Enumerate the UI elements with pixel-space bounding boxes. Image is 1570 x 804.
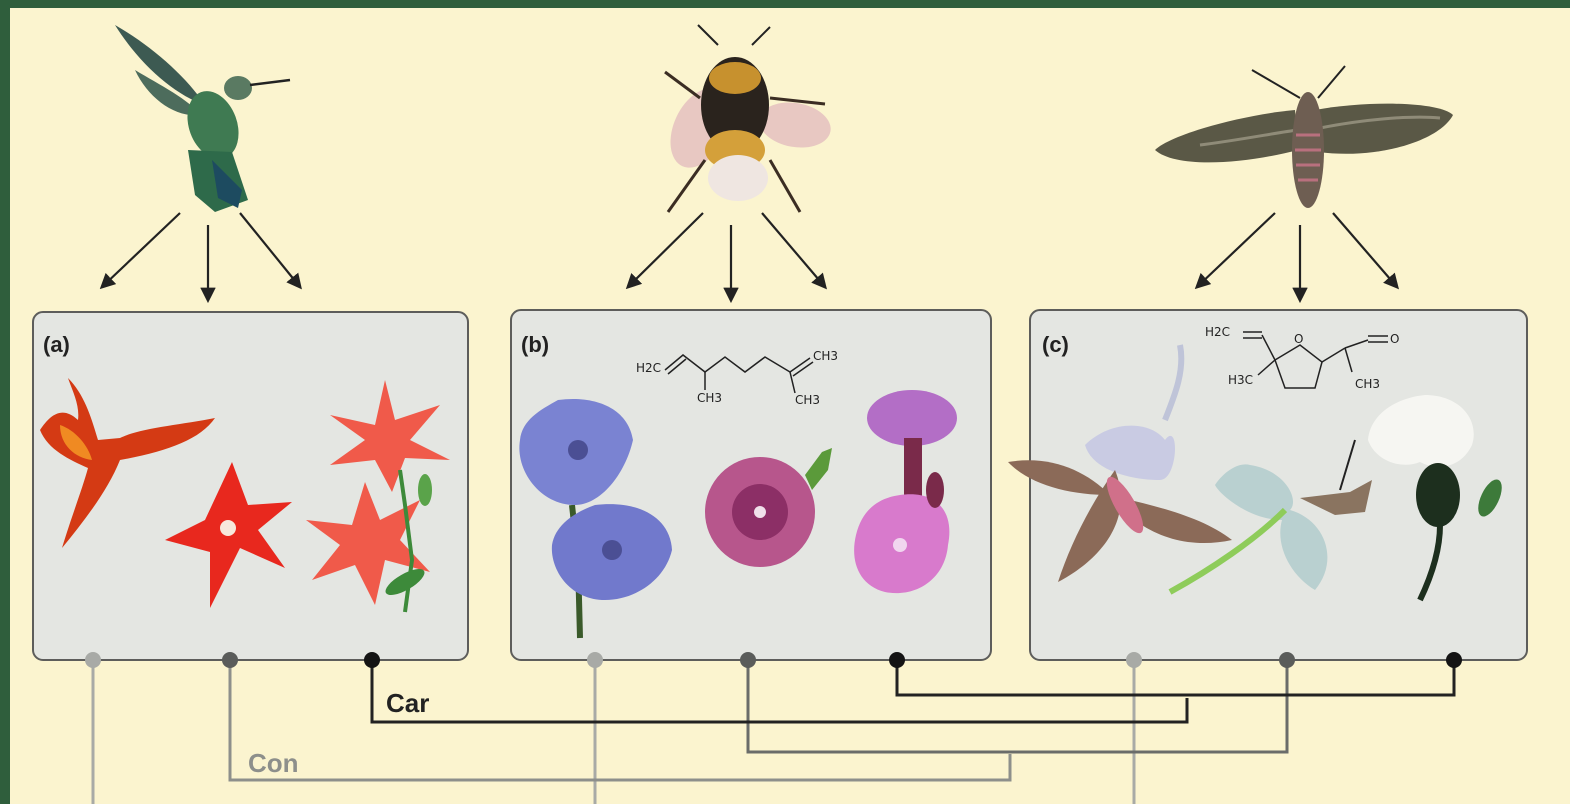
panel-c-label: (c) bbox=[1042, 332, 1069, 357]
chem-b-atom-ch3-bottom: CH3 bbox=[795, 393, 820, 407]
chem-b-atom-ch3-mid: CH3 bbox=[697, 391, 722, 405]
chem-c-atom-h2c: H2C bbox=[1205, 325, 1230, 339]
con-link-label: Con bbox=[248, 748, 299, 778]
chem-b-atom-ch3-top: CH3 bbox=[813, 349, 838, 363]
chem-c-atom-h3c: H3C bbox=[1228, 373, 1253, 387]
chem-c-atom-ch3: CH3 bbox=[1355, 377, 1380, 391]
chem-c-atom-ring-o: O bbox=[1294, 332, 1303, 346]
panel-b-label: (b) bbox=[521, 332, 549, 357]
car-link-label: Car bbox=[386, 688, 429, 718]
panel-a-label: (a) bbox=[43, 332, 70, 357]
chem-c-atom-aldehyde-o: O bbox=[1390, 332, 1399, 346]
chem-b-atom-h2c: H2C bbox=[636, 361, 661, 375]
